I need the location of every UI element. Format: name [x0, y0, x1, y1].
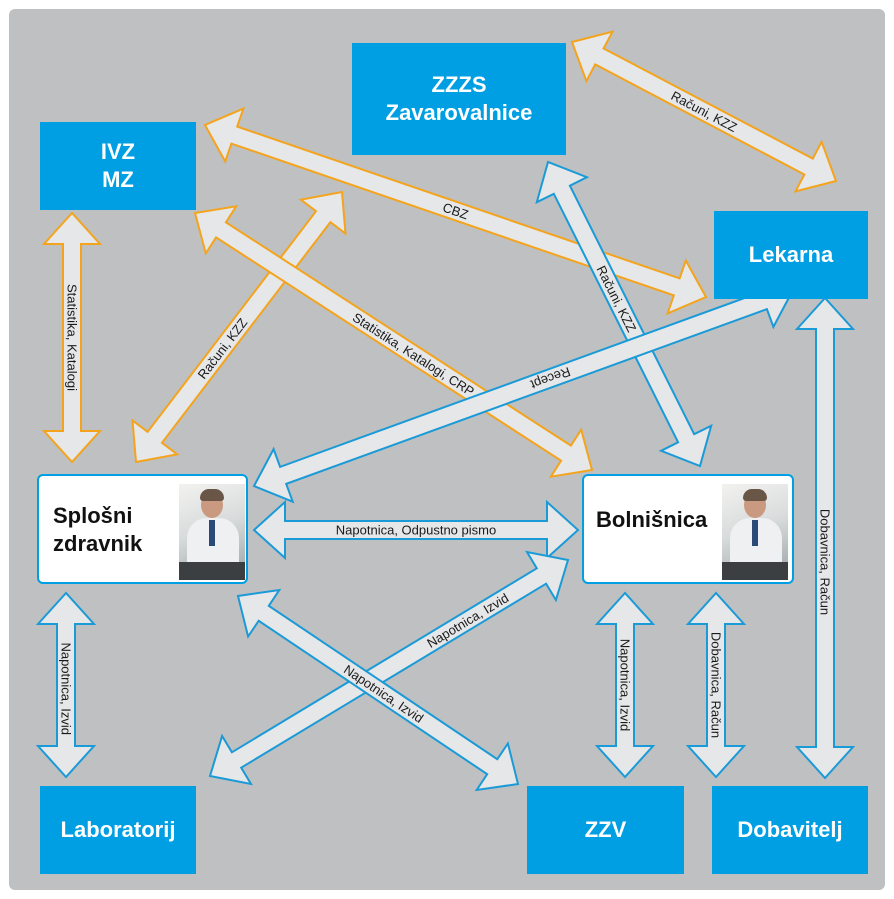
- edge-label-ivz-splosni: Statistika, Katalogi: [65, 284, 80, 391]
- edge-label-bolnisnica-zzv: Napotnica, Izvid: [618, 639, 633, 732]
- node-dobavitelj-label: Dobavitelj: [737, 817, 843, 842]
- node-lekarna[interactable]: Lekarna: [714, 211, 868, 299]
- edge-label-lekarna-dobavitelj: Dobavnica, Račun: [818, 509, 833, 615]
- node-zzzs[interactable]: ZZZS Zavarovalnice: [352, 43, 566, 155]
- arrow-zzzs-bolnisnica: [535, 160, 713, 468]
- node-bolnisnica[interactable]: Bolnišnica: [582, 474, 794, 584]
- node-zzzs-line2: Zavarovalnice: [385, 100, 533, 125]
- doctor-photo: [722, 484, 788, 580]
- node-splosni-zdravnik[interactable]: Splošni zdravnik: [37, 474, 248, 584]
- node-splosni-line1: Splošni: [53, 503, 133, 528]
- arrow-ivz-splosni: [41, 211, 103, 464]
- edge-label-splosni-bolnisnica: Napotnica, Odpustno pismo: [336, 523, 496, 538]
- node-laboratorij[interactable]: Laboratorij: [40, 786, 196, 874]
- node-zzzs-line1: ZZZS: [431, 72, 487, 97]
- node-lekarna-label: Lekarna: [748, 242, 834, 267]
- node-ivz-line2: MZ: [102, 167, 134, 192]
- edge-label-splosni-laboratorij: Napotnica, Izvid: [59, 642, 74, 735]
- arrow-laboratorij-bolnisnica: [208, 550, 570, 786]
- arrow-bolnisnica-zzv: [594, 591, 656, 779]
- node-dobavitelj[interactable]: Dobavitelj: [712, 786, 868, 874]
- arrow-splosni-zzzs: [131, 190, 347, 464]
- arrow-lekarna-dobavitelj: [794, 296, 856, 780]
- doctor-photo: [179, 484, 245, 580]
- node-splosni-line2: zdravnik: [53, 531, 143, 556]
- node-zzv-label: ZZV: [584, 817, 627, 842]
- arrow-bolnisnica-dobavitelj: [685, 591, 747, 779]
- arrow-ivz-lekarna: [203, 106, 708, 316]
- node-zzv[interactable]: ZZV: [527, 786, 684, 874]
- arrow-splosni-zzv: [236, 588, 520, 792]
- edge-label-bolnisnica-dobavitelj: Dobavnica, Račun: [709, 632, 724, 738]
- arrow-zzzs-lekarna: [570, 30, 838, 193]
- node-ivz[interactable]: IVZ MZ: [40, 122, 196, 210]
- node-laboratorij-label: Laboratorij: [60, 817, 176, 842]
- arrow-splosni-laboratorij: [35, 591, 97, 779]
- arrow-splosni-bolnisnica: [252, 499, 580, 561]
- node-ivz-line1: IVZ: [100, 139, 136, 164]
- node-bolnisnica-label: Bolnišnica: [596, 507, 708, 532]
